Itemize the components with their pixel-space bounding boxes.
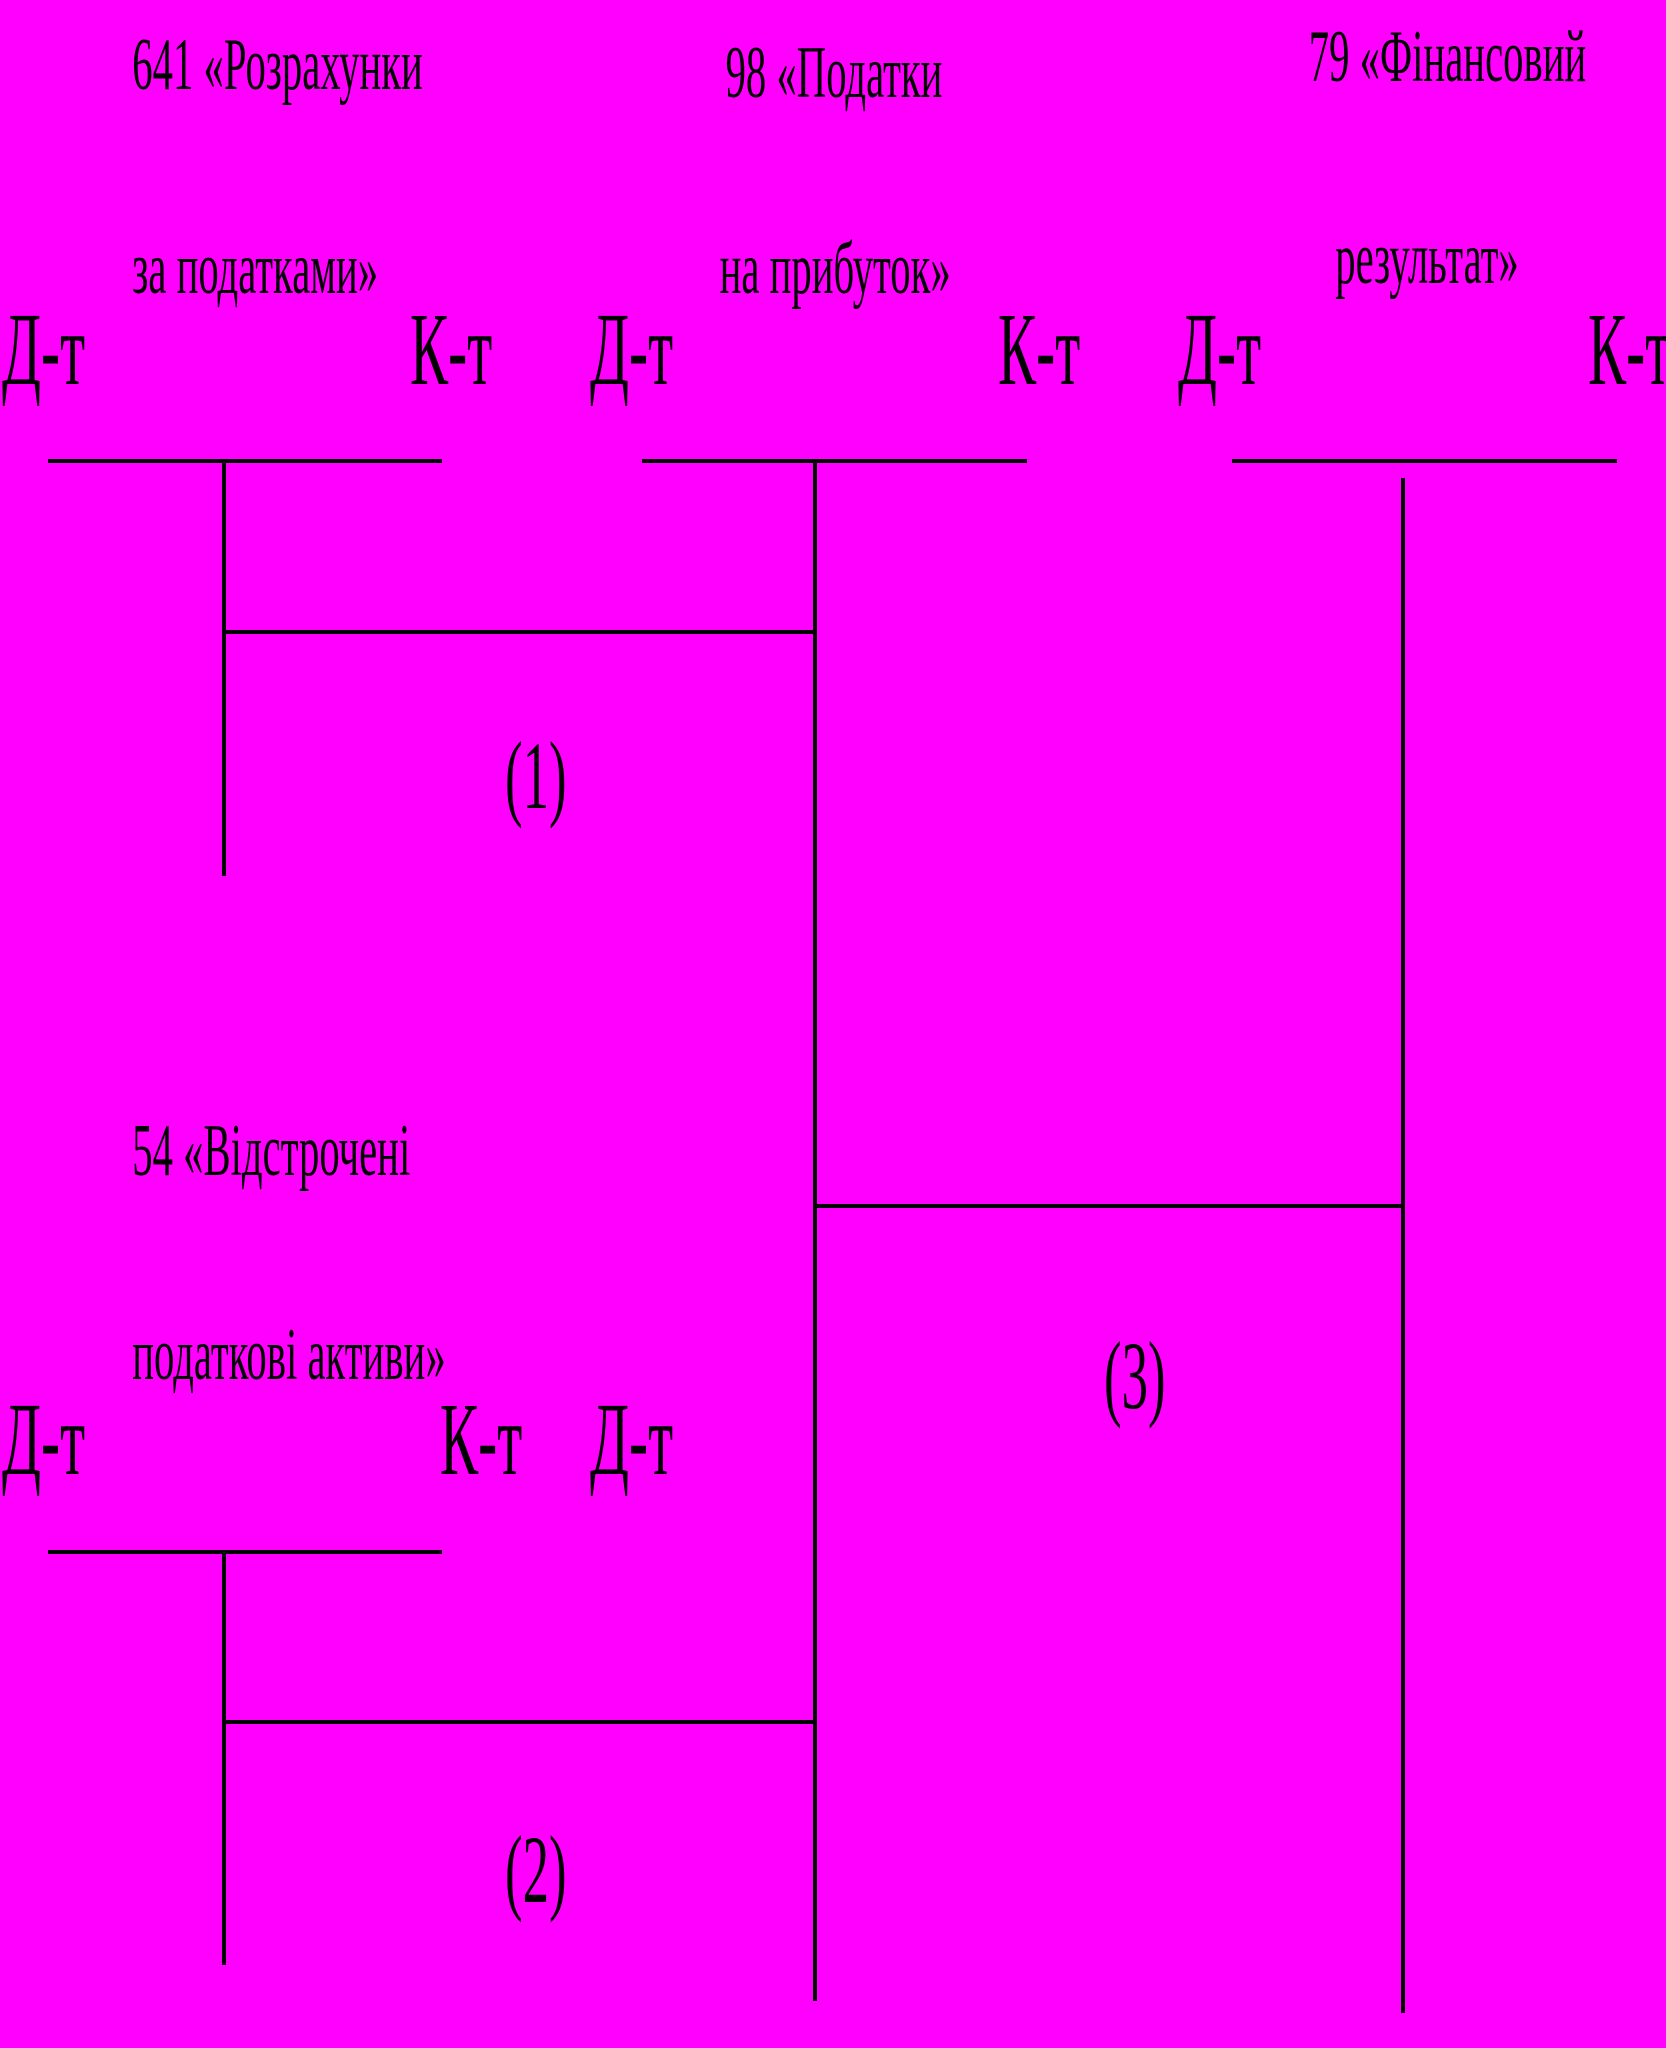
account-79-debit-label: Д-т [1178,292,1262,407]
account-98-title-line1: 98 «Податки [725,32,943,114]
account-98-t-bar [642,459,1027,463]
account-54-credit-label: К-т [440,1382,523,1497]
entry-3-label: (3) [1104,1322,1166,1429]
entry-1-connector [222,630,817,634]
account-79-title-line1: 79 «Фінансовий [1308,16,1587,98]
account-641-debit-label: Д-т [2,292,86,407]
entry-1-label: (1) [505,722,567,829]
account-54-title-line1: 54 «Відстрочені [132,1110,411,1192]
account-98-debit-label: Д-т [590,292,674,407]
account-54-debit-label: Д-т [2,1382,86,1497]
entry-2-connector [222,1720,817,1724]
account-641-credit-label: К-т [410,292,493,407]
account-98-t-stem [813,459,817,2001]
entry-3-connector [813,1204,1405,1208]
account-79-title-line2: результат» [1335,218,1519,300]
account-98-debit-label-lower: Д-т [590,1382,674,1497]
account-641-title-line1: 641 «Розрахунки [132,24,423,106]
account-98-credit-label: К-т [998,292,1081,407]
account-79-t-bar [1232,459,1617,463]
account-54-title-line2: податкові активи» [132,1314,446,1396]
account-54-t-bar [48,1550,442,1554]
account-641-t-bar [48,459,442,463]
account-641-t-stem [222,459,226,876]
account-54-t-stem [222,1550,226,1965]
account-98-title-line2: на прибуток» [719,228,951,310]
account-79-t-stem [1401,478,1405,2013]
entry-2-label: (2) [505,1816,567,1923]
account-641-title-line2: за податками» [132,228,379,310]
account-79-credit-label: К-т [1588,292,1666,407]
